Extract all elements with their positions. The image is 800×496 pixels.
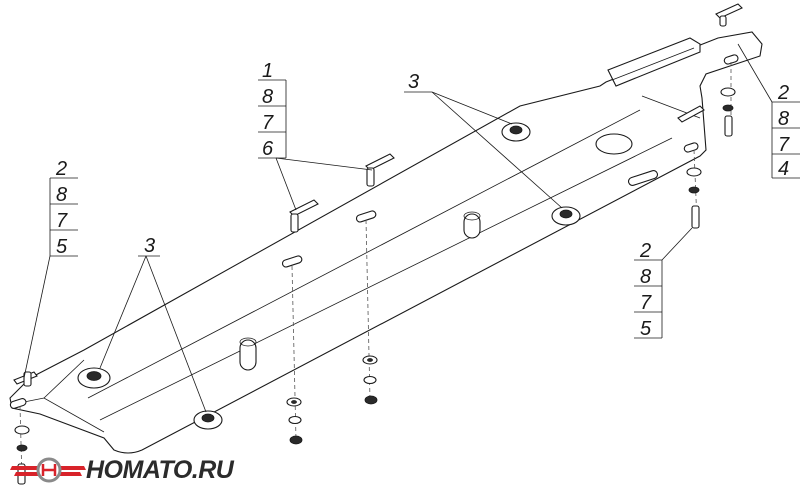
- callout-upper-right-stack: 2 8 7 4: [737, 43, 800, 180]
- washer-stack-center-2: [362, 355, 378, 405]
- fasteners: [13, 3, 743, 485]
- callout-lr-8: 8: [640, 266, 651, 288]
- callout-left-2: 2: [55, 158, 67, 180]
- slot-center-2: [281, 255, 303, 268]
- slot-rear-2: [683, 142, 699, 153]
- callout-ur-8: 8: [778, 108, 789, 130]
- drain-hole: [595, 133, 633, 155]
- callout-top-center-stack: 1 8 7 6: [258, 60, 373, 211]
- bolt-rear-2: [715, 3, 743, 137]
- rear-flange: [607, 37, 701, 87]
- callout-lr-5: 5: [640, 318, 652, 340]
- callout-ur-4: 4: [778, 158, 789, 180]
- boss-center: [463, 211, 481, 239]
- slot-front: [9, 398, 27, 409]
- callout-left-5: 5: [56, 236, 68, 258]
- callouts: 2 8 7 5 1 8 7 6 2 8: [23, 43, 800, 413]
- callout-ur-2: 2: [777, 82, 789, 104]
- slot-rear-1: [627, 170, 659, 186]
- bushing-4: [193, 410, 223, 430]
- callout-ur-7: 7: [778, 134, 790, 156]
- callout-lower-right-stack: 2 8 7 5: [634, 227, 693, 340]
- logo-text: HOMATO.RU: [86, 456, 235, 484]
- skid-plate: [9, 31, 763, 454]
- callout-top-6: 6: [262, 138, 274, 160]
- bolt-rear-1: [677, 105, 705, 229]
- boss-front: [239, 337, 257, 371]
- slot-rear-3: [723, 54, 739, 65]
- slot-center-1: [355, 210, 377, 223]
- callout-bushing-upper: 3: [404, 71, 563, 209]
- washer-stack-center-1: [286, 397, 303, 445]
- callout-bushing-upper-3: 3: [408, 71, 419, 93]
- callout-bushing-lower-3: 3: [144, 235, 155, 257]
- callout-left-7: 7: [56, 210, 68, 232]
- bushing-1: [501, 122, 531, 142]
- callout-top-1: 1: [262, 60, 273, 82]
- callout-left-8: 8: [56, 184, 67, 206]
- callout-top-7: 7: [262, 112, 274, 134]
- homato-logo: HOMATO.RU: [10, 456, 235, 484]
- callout-left-stack: 2 8 7 5: [23, 158, 78, 379]
- callout-top-8: 8: [262, 86, 273, 108]
- callout-bushing-lower: 3: [99, 235, 207, 413]
- callout-lr-2: 2: [639, 240, 651, 262]
- plate-features: [9, 54, 739, 430]
- clamp-plate-1: [289, 199, 319, 233]
- logo-wings-icon: [10, 457, 86, 483]
- callout-lr-7: 7: [640, 292, 652, 314]
- bushing-2: [551, 206, 581, 226]
- clamp-plate-2: [365, 153, 395, 187]
- bushing-3: [77, 367, 111, 389]
